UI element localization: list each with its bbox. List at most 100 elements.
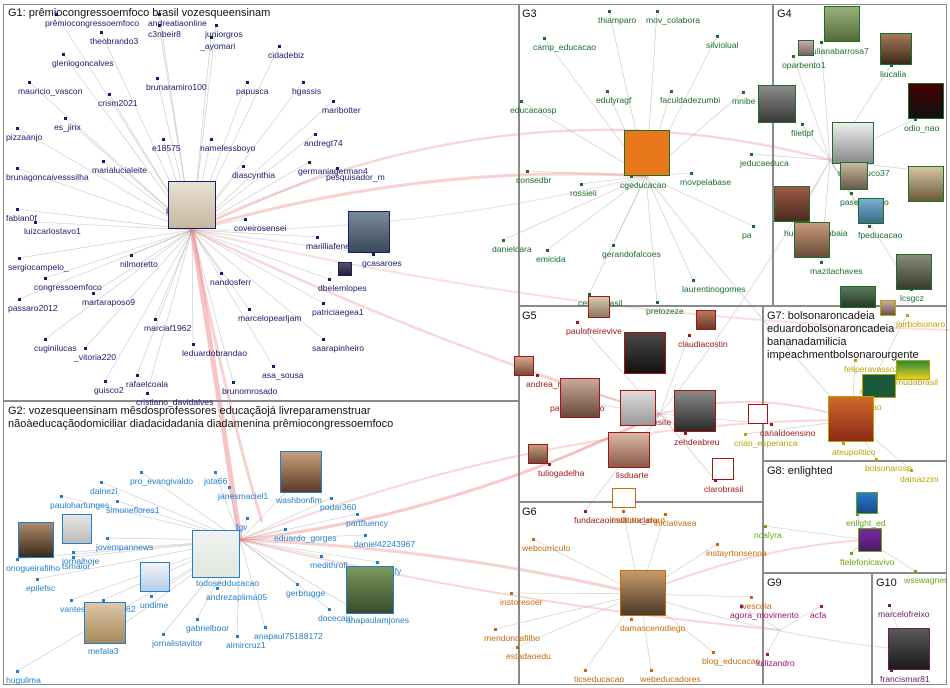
node-marcelopearljam-marker[interactable] xyxy=(248,308,251,311)
node-tvescola-marker[interactable] xyxy=(750,596,753,599)
node-zehdeabreu-label[interactable]: zehdeabreu xyxy=(674,437,720,447)
node-_ayomari-marker[interactable] xyxy=(210,36,213,39)
node-nilmoretto-marker[interactable] xyxy=(130,254,133,257)
node-edulyragf-marker[interactable] xyxy=(606,90,609,93)
node-sergiocampelo_-label[interactable]: sergiocampelo_ xyxy=(8,262,69,272)
node-janesmaciel1-marker[interactable] xyxy=(228,486,231,489)
avatar-washbonfim[interactable] xyxy=(280,451,322,493)
node-mazitachaves-marker[interactable] xyxy=(820,261,823,264)
node-mov_colabora-marker[interactable] xyxy=(656,10,659,13)
node-cuginilucas-marker[interactable] xyxy=(44,338,47,341)
node-julianabarrosa7-label[interactable]: julianabarrosa7 xyxy=(810,46,869,56)
node-tvescola-label[interactable]: tvescola xyxy=(740,601,772,611)
avatar-lcsgcz[interactable] xyxy=(896,254,932,290)
node-marciaf1962-marker[interactable] xyxy=(154,318,157,321)
node-guisco2-marker[interactable] xyxy=(104,380,107,383)
node-agora_movimento-label[interactable]: agora_movimento xyxy=(730,610,799,620)
node-e18575-label[interactable]: e18575 xyxy=(152,143,181,153)
node-anapaulamjones-label[interactable]: anapaulamjones xyxy=(346,615,410,625)
node-medithroll-marker[interactable] xyxy=(320,555,323,558)
node-marialucialeite-marker[interactable] xyxy=(102,160,105,163)
node-consedbr-marker[interactable] xyxy=(526,170,529,173)
avatar-nomelouco37[interactable] xyxy=(832,122,874,164)
node-saarapinheiro-marker[interactable] xyxy=(322,338,325,341)
node-camp_educacao-label[interactable]: camp_educacao xyxy=(533,42,597,52)
node-pesquisador_m-marker[interactable] xyxy=(336,167,339,170)
node-barroso162-marker[interactable] xyxy=(102,599,105,602)
node-laurentinogomes-marker[interactable] xyxy=(692,279,695,282)
node-diascynthia-label[interactable]: diascynthia xyxy=(232,170,275,180)
node-pizzaanjo-marker[interactable] xyxy=(16,127,19,130)
avatar-gcasaroes[interactable] xyxy=(348,211,390,253)
node-tuliogadelha-label[interactable]: tuliogadelha xyxy=(538,468,585,478)
node-damascenodiego-marker[interactable] xyxy=(630,618,633,621)
node-jornalhoje-marker[interactable] xyxy=(72,551,75,554)
node-anapaul75188172-marker[interactable] xyxy=(264,626,267,629)
node-crism2021-label[interactable]: crism2021 xyxy=(98,98,138,108)
node-pro_evangivaldo-marker[interactable] xyxy=(140,471,143,474)
node-hgassis-marker[interactable] xyxy=(302,81,305,84)
avatar-hugosamambaia[interactable] xyxy=(774,186,810,222)
node-centrobrasil-marker[interactable] xyxy=(588,293,591,296)
node-undime-label[interactable]: undime xyxy=(140,600,169,610)
avatar-zehdeabreu[interactable] xyxy=(674,390,716,432)
node-damascenodiego-label[interactable]: damascenodiego xyxy=(620,623,686,633)
node-brunaramiro100-marker[interactable] xyxy=(156,77,159,80)
node-tsmaior-label[interactable]: tsmaior xyxy=(62,561,91,571)
node-maribotter-marker[interactable] xyxy=(332,100,335,103)
node-andregt74-marker[interactable] xyxy=(314,133,317,136)
node-leduardobrandao-marker[interactable] xyxy=(192,343,195,346)
node-sergiocampelo_-marker[interactable] xyxy=(18,257,21,260)
node-germaniagerman4-marker[interactable] xyxy=(308,161,311,164)
node-theobrando3-marker[interactable] xyxy=(100,31,103,34)
node-pizzaanjo-label[interactable]: pizzaanjo xyxy=(6,132,43,142)
node-tuliogadelha-marker[interactable] xyxy=(548,463,551,466)
avatar-francismar81[interactable] xyxy=(888,628,930,670)
node-instayrtonsenna-marker[interactable] xyxy=(716,543,719,546)
node-webeducadores-marker[interactable] xyxy=(650,669,653,672)
node-eduardo_gorges-label[interactable]: eduardo_gorges xyxy=(274,533,337,543)
node-andrezaplima05-label[interactable]: andrezaplima05 xyxy=(206,592,268,602)
node-clarobrasil-marker[interactable] xyxy=(714,479,717,482)
avatar-mazitachaves[interactable] xyxy=(794,222,830,258)
node-camp_educacao-marker[interactable] xyxy=(543,37,546,40)
node-fgv-marker[interactable] xyxy=(246,517,249,520)
node-gabrielboor-marker[interactable] xyxy=(196,618,199,621)
node-almircruz1-label[interactable]: almircruz1 xyxy=(226,640,266,650)
node-andrezaplima05-marker[interactable] xyxy=(216,587,219,590)
node-danielcara-marker[interactable] xyxy=(502,239,505,242)
node-jornalistavitor-marker[interactable] xyxy=(162,633,165,636)
node-passaro2012-label[interactable]: passaro2012 xyxy=(8,303,58,313)
node-jovempannews-label[interactable]: jovempannews xyxy=(96,542,154,552)
avatar-ppl-node[interactable] xyxy=(624,332,666,374)
node-blog_educacao-label[interactable]: blog_educacao xyxy=(702,656,761,666)
node-fabian0f-marker[interactable] xyxy=(16,208,19,211)
avatar-jornalhoje[interactable] xyxy=(62,514,92,544)
node-leduardobrandao-label[interactable]: leduardobrandao xyxy=(182,348,247,358)
node-fundacaoinstitutoclaro-marker[interactable] xyxy=(584,510,587,513)
node-ticseducacao-marker[interactable] xyxy=(584,669,587,672)
node-crian_esperanca-marker[interactable] xyxy=(744,433,747,436)
node-danielcara-label[interactable]: danielcara xyxy=(492,244,532,254)
node-hugulima_-label[interactable]: hugulima_ xyxy=(6,675,46,685)
avatar-filetlpf[interactable] xyxy=(758,85,796,123)
node-webcurriculo-marker[interactable] xyxy=(532,538,535,541)
node-c3nbeir8-label[interactable]: c3nbeir8 xyxy=(148,29,181,39)
node-odio_nao-marker[interactable] xyxy=(914,118,917,121)
avatar-fpeducacao[interactable] xyxy=(858,198,884,224)
node-crian_esperanca-label[interactable]: crian_esperanca xyxy=(734,438,798,448)
node-andregt74-label[interactable]: andregt74 xyxy=(304,138,343,148)
node-gerbrugge-marker[interactable] xyxy=(296,583,299,586)
node-mefala3-label[interactable]: mefala3 xyxy=(88,646,119,656)
node-juniorgros-label[interactable]: juniorgros xyxy=(205,29,243,39)
node-faculdadezumbi-label[interactable]: faculdadezumbi xyxy=(660,95,721,105)
avatar-oparbento1[interactable] xyxy=(798,40,814,56)
node-cgeducacao-label[interactable]: cgeducacao xyxy=(620,180,667,190)
node-webcurriculo-label[interactable]: webcurriculo xyxy=(522,543,571,553)
node-pesquisador_m-label[interactable]: pesquisador_m xyxy=(326,172,385,182)
node-rossieli-label[interactable]: rossieli xyxy=(570,188,597,198)
node-_vitoria220-label[interactable]: _vitoria220 xyxy=(74,352,117,362)
avatar-cgeducacao[interactable] xyxy=(624,130,670,176)
node-mnibe-label[interactable]: mnibe xyxy=(732,96,756,106)
node-martaraposo9-label[interactable]: martaraposo9 xyxy=(82,297,136,307)
